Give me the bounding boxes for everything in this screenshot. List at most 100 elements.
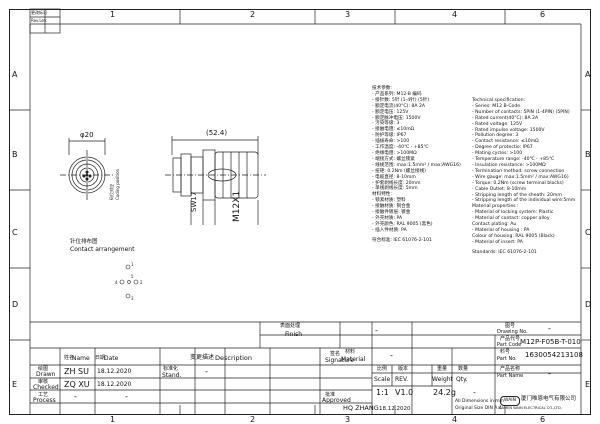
stand-label-en: Stand.: [162, 372, 182, 379]
spec-cn-line: - 防护等级: IP67: [372, 133, 407, 139]
spec-cn-line: - 单线剥线长度: 5mm: [372, 186, 418, 192]
thread-dimension: M12X1: [232, 190, 242, 222]
stand-label-cn: 标准化: [163, 366, 179, 372]
row-letter: C: [585, 228, 591, 237]
approved-date-display: 18.12.2020: [379, 406, 411, 412]
spec-cn-line: - 锁紧材质: 塑料: [372, 198, 406, 204]
drawing-no-label-en: Drawing No.: [497, 329, 528, 335]
process-name: -: [74, 392, 77, 401]
spec-cn-title: 技术参数:: [372, 86, 392, 91]
rev-label-en-block: REV.: [395, 376, 409, 383]
part-name-label-cn: 产品名称: [500, 366, 521, 372]
approved-label-en: Approved: [322, 397, 351, 404]
company-name-en: XIAMEN WAIN ELECTRICAL CO.,LTD.: [498, 406, 562, 410]
spec-cn-line: - 接触件镀层: 镀金: [372, 210, 411, 216]
length-dimension: (52.4): [206, 129, 228, 137]
row-letter: C: [12, 228, 18, 237]
scale-value: 1:1: [376, 388, 389, 397]
header-date-en: Date: [104, 355, 119, 362]
spec-en-line: - Degree of protectio: IP67: [472, 145, 533, 151]
part-code-label-en: Part Code: [497, 342, 522, 348]
weight-value: 24.2g: [433, 388, 456, 397]
header-name-en: Name: [72, 355, 90, 362]
company-logo: WAIN: [500, 396, 520, 406]
weight-label-en: Weight: [432, 376, 453, 383]
header-desc-cn: 变更描述: [190, 354, 215, 361]
spec-cn-line: - 接触材质: 铜合金: [372, 204, 411, 210]
spec-cn-line: - 额定电流(40°C): 8A 2A: [372, 103, 426, 109]
spec-en-line: Contact plating: Au: [472, 222, 517, 228]
spec-cn-line: - 接针数: 5针 (1-4针) (5针): [372, 97, 430, 103]
drawing-no-value: -: [548, 324, 551, 333]
process-label-en: Process: [33, 397, 56, 404]
column-number: 6: [540, 10, 546, 19]
spec-en-line: - Material of contact: copper alloy: [472, 216, 550, 222]
part-name-value: -: [548, 369, 551, 378]
qty-value: -: [473, 388, 476, 397]
spec-cn-line: - 插入件材质: PA: [372, 227, 407, 233]
finish-value: -: [375, 326, 378, 335]
spec-en-line: - Contact resistance: ≤10mΩ: [472, 139, 539, 145]
spec-en-line: Material properties :: [472, 204, 519, 210]
column-number: 3: [345, 415, 351, 424]
dimension-note-2: Original Size DIN A 4: [455, 406, 502, 411]
svg-text:1: 1: [131, 262, 134, 267]
spec-en-block: Technical specification: - Series: M12 B…: [472, 98, 575, 256]
spec-en-line: - Wire gauge: max:1.5mm² / max:AWG16): [472, 174, 569, 180]
column-number: 1: [110, 10, 116, 19]
drawing-frame: [9, 9, 591, 415]
approved-label-cn: 批准: [325, 392, 336, 398]
stand-value: -: [205, 367, 208, 376]
spec-en-line: Standards: IEC 61076-2-101: [472, 249, 537, 255]
spec-cn-line: - 外壳材质: PA: [372, 215, 403, 221]
row-letter: A: [585, 70, 591, 79]
spec-cn-line: 符合标准: IEC 61076-2-101: [372, 237, 432, 243]
header-desc-en: Description: [215, 354, 253, 362]
dimension-note-1: All Dimensions in mm: [455, 399, 505, 404]
checked-label-en: Checked: [33, 384, 59, 391]
drawn-date: 18.12.2020: [97, 368, 132, 375]
checked-date: 18.12.2020: [97, 381, 132, 388]
checked-name: ZQ XU: [64, 380, 90, 389]
spec-en-line: - Rated current(40°C): 8A 2A: [472, 115, 539, 121]
spec-cn-line: - 电缆直径: 8-10mm: [372, 174, 416, 180]
spec-cn-line: - 产品系列: M12-B 编码: [372, 91, 422, 97]
part-no-label-cn: 料号: [500, 349, 511, 355]
spec-en-line: - Number of contacts: 5PIN (1-4PIN) (5PI…: [472, 109, 570, 115]
header-sig-en: Signature: [325, 357, 354, 364]
spec-en-line: - Stripping length of the individual wir…: [472, 198, 576, 204]
spec-cn-line: - 接触电阻: ≤10mΩ: [372, 127, 415, 133]
part-code-value-display: M12P-F05B-T-010: [520, 338, 581, 346]
row-letter: A: [12, 70, 18, 79]
part-no-value: 1630054213108: [525, 351, 583, 359]
material-label-cn: 材料: [345, 349, 356, 355]
row-letter: E: [12, 380, 18, 389]
column-number: 2: [250, 10, 256, 19]
rev-label-cn: 更改标记: [31, 10, 47, 15]
coding-mark-cn: 码位对应: [109, 184, 114, 200]
process-date: -: [125, 392, 128, 401]
spec-cn-line: - 额定电压: 125V: [372, 109, 409, 115]
svg-text:5: 5: [131, 274, 134, 279]
spec-en-line: - Temperature range: -40℃ - +85℃: [472, 157, 555, 163]
spec-en-line: - Cable Outlet: 8-10mm: [472, 186, 527, 192]
rev-label-cn-block: 版本: [398, 366, 409, 372]
spec-en-line: Colour of housing: RAL 9005 (Black): [472, 233, 555, 239]
material-label-en: Material: [341, 356, 366, 363]
drawing-no-label-cn: 图号: [505, 323, 516, 329]
diameter-dimension: φ20: [80, 131, 94, 139]
material-value: -: [390, 351, 393, 360]
drawn-label-cn: 绘图: [38, 366, 49, 372]
part-code-label-cn: 产品代号: [500, 336, 521, 342]
part-no-label-en: Part No.: [497, 356, 517, 362]
spec-cn-line: - 额定脉冲电压: 1500V: [372, 115, 421, 121]
spec-en-line: - Material of locking system: Plastic: [472, 210, 554, 216]
header-date-cn: 日期: [95, 355, 106, 361]
arrangement-title-cn: 针位排布图: [70, 239, 98, 245]
sw-dimension: SW17: [190, 191, 198, 212]
svg-text:4: 4: [115, 280, 118, 285]
qty-label-cn: 数量: [458, 366, 469, 372]
weight-label-cn: 重量: [437, 366, 448, 372]
drawn-name: ZH SU: [64, 367, 89, 376]
